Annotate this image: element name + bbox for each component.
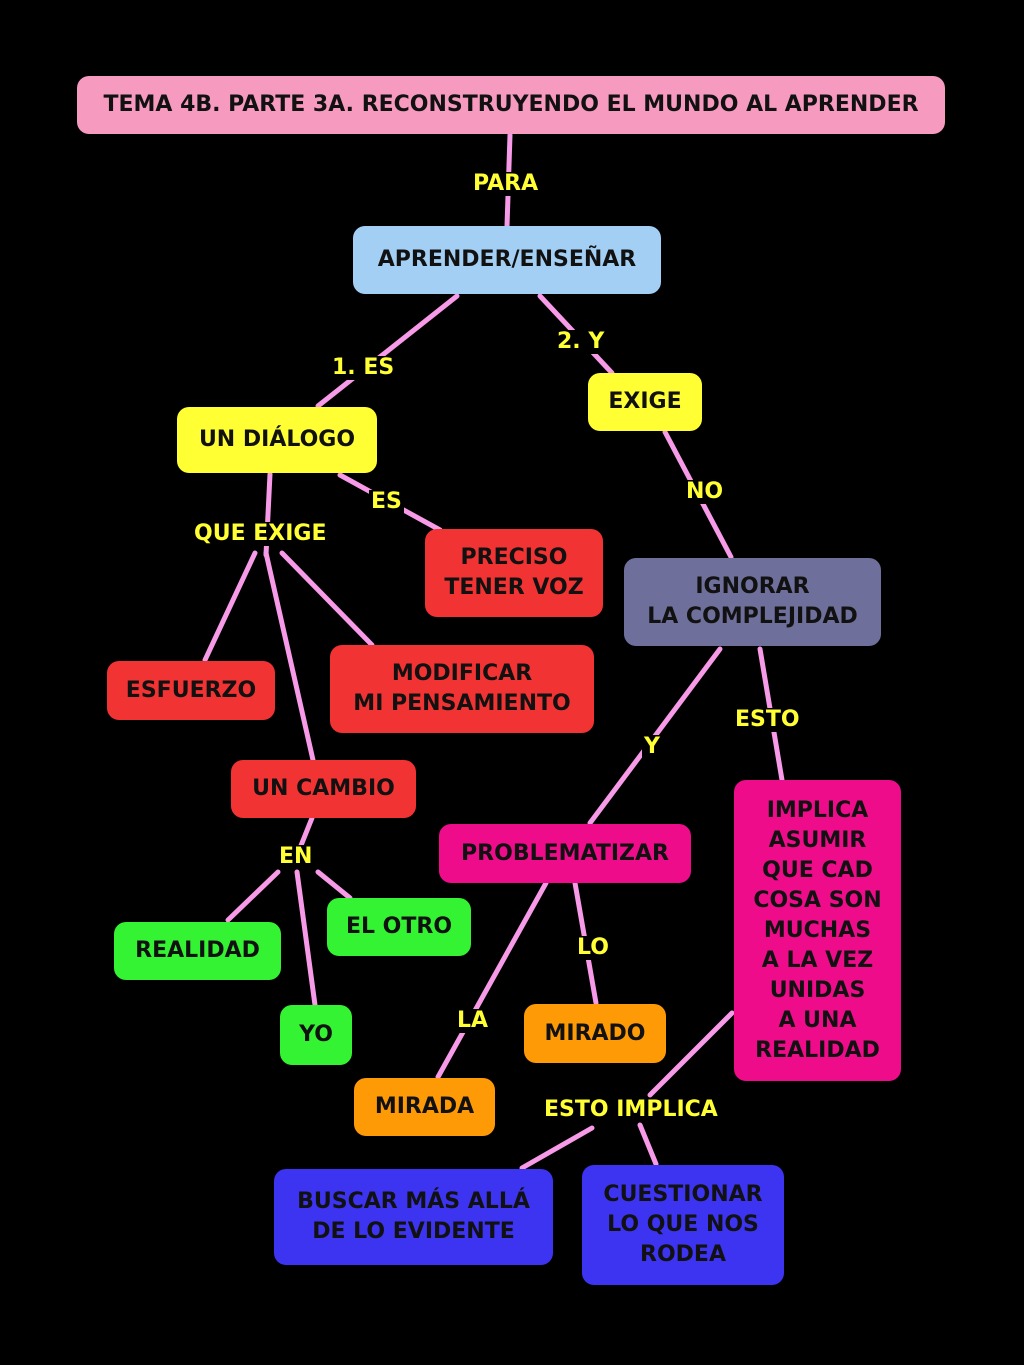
title-node: TEMA 4B. PARTE 3A. RECONSTRUYENDO EL MUN… bbox=[77, 76, 945, 134]
node-un-cambio: UN CAMBIO bbox=[231, 760, 416, 818]
connector-en-realidad bbox=[225, 869, 281, 923]
node-yo: YO bbox=[280, 1005, 352, 1065]
link-label-es: ES bbox=[369, 489, 404, 514]
link-label-1-es: 1. ES bbox=[330, 355, 397, 380]
node-exige: EXIGE bbox=[588, 373, 702, 431]
link-label-la: LA bbox=[455, 1008, 491, 1033]
link-label-lo: LO bbox=[575, 935, 611, 960]
link-label-esto-implica: ESTO IMPLICA bbox=[542, 1097, 720, 1122]
node-problematizar: PROBLEMATIZAR bbox=[439, 824, 691, 883]
connector-queexige-modificar bbox=[279, 550, 375, 648]
connector-implica-estoimplica bbox=[647, 1010, 735, 1098]
node-buscar-mas-alla: BUSCAR MÁS ALLÁ DE LO EVIDENTE bbox=[274, 1169, 553, 1265]
link-label-y: Y bbox=[642, 734, 662, 759]
node-mirado: MIRADO bbox=[524, 1004, 666, 1063]
link-label-que-exige: QUE EXIGE bbox=[192, 521, 329, 546]
node-ignorar-complejidad: IGNORAR LA COMPLEJIDAD bbox=[624, 558, 881, 646]
connector-problematizar-mirada bbox=[435, 880, 549, 1080]
connector-aprender-dialogo bbox=[315, 293, 460, 409]
connector-estoimplica-buscar bbox=[519, 1125, 595, 1171]
link-label-en: EN bbox=[277, 844, 315, 869]
link-label-para: PARA bbox=[471, 171, 541, 196]
node-implica-asumir: IMPLICA ASUMIR QUE CAD COSA SON MUCHAS A… bbox=[734, 780, 901, 1081]
node-cuestionar: CUESTIONAR LO QUE NOS RODEA bbox=[582, 1165, 784, 1285]
node-el-otro: EL OTRO bbox=[327, 898, 471, 956]
connector-queexige-cambio bbox=[263, 550, 316, 763]
node-un-dialogo: UN DIÁLOGO bbox=[177, 407, 377, 473]
connector-estoimplica-cuestionar bbox=[637, 1122, 659, 1167]
link-label-no: NO bbox=[684, 479, 726, 504]
node-aprender-ensenar: APRENDER/ENSEÑAR bbox=[353, 226, 661, 294]
node-modificar-pensamiento: MODIFICAR MI PENSAMIENTO bbox=[330, 645, 594, 733]
connector-queexige-esfuerzo bbox=[202, 550, 258, 663]
node-preciso-tener-voz: PRECISO TENER VOZ bbox=[425, 529, 603, 617]
node-mirada: MIRADA bbox=[354, 1078, 495, 1136]
link-label-2-y: 2. Y bbox=[555, 329, 607, 354]
link-label-esto: ESTO bbox=[733, 707, 802, 732]
connector-en-otro bbox=[315, 869, 353, 901]
connector-en-yo bbox=[294, 869, 318, 1008]
node-esfuerzo: ESFUERZO bbox=[107, 661, 275, 720]
node-realidad: REALIDAD bbox=[114, 922, 281, 980]
